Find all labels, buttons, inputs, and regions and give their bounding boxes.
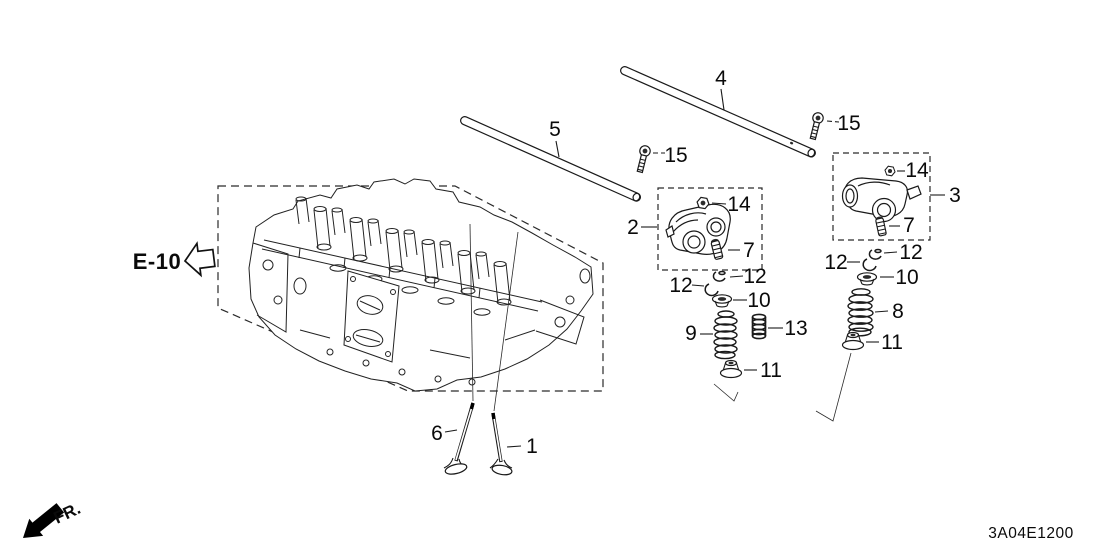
callout-12-mid-right: 12 [743, 265, 766, 288]
stem-seal-11-mid-icon [719, 359, 743, 379]
callout-12-mid-right-leader [729, 275, 744, 278]
callout-15-left: 15 [664, 144, 687, 167]
valve-6-drawing [443, 402, 475, 475]
rocker-shaft-upper [620, 66, 816, 158]
callout-11-mid: 11 [760, 359, 782, 382]
cylinder-head-drawing [248, 178, 594, 392]
callout-5-leader [555, 140, 560, 158]
callout-4: 4 [715, 67, 727, 90]
e10-reference-label: E-10 [133, 249, 181, 274]
fr-direction-arrow-icon [23, 503, 65, 538]
spring-retainer-10-right-icon [856, 272, 878, 286]
callout-4-leader [720, 88, 725, 111]
rocker-assy-b-drawing [841, 177, 922, 223]
valve-spring-9-icon [713, 310, 738, 360]
rocker-shaft-lower [460, 116, 642, 202]
callout-9: 9 [685, 322, 697, 345]
cotters-mid [704, 270, 726, 297]
callout-6-leader [444, 429, 458, 433]
valve-spring-8-icon [847, 288, 874, 337]
bolt-15-left-icon [636, 145, 651, 174]
callout-12-right-right-leader [883, 251, 898, 254]
spring-retainer-10-mid-icon [711, 294, 733, 308]
callout-14-b: 14 [905, 159, 929, 182]
callout-7-a: 7 [743, 239, 755, 262]
callout-12-right-right: 12 [899, 241, 922, 264]
valve-1-drawing [489, 412, 513, 476]
callout-14-a-leader [711, 202, 727, 205]
fr-direction-label: FR. [51, 499, 84, 528]
seal-right-position-leader [815, 352, 852, 422]
callout-1-leader [506, 445, 522, 448]
callout-12-right-left: 12 [824, 251, 847, 274]
e10-reference-arrow-icon [183, 241, 216, 278]
stem-seal-11-right-icon [841, 331, 865, 351]
callout-7-b: 7 [903, 214, 915, 237]
callout-5: 5 [549, 118, 561, 141]
valve-position-leader-a [469, 223, 474, 402]
valve-spring-13-icon [751, 313, 767, 340]
callout-1: 1 [526, 435, 538, 458]
callout-8: 8 [892, 300, 904, 323]
nut-14-b-icon [884, 165, 896, 177]
callout-12-mid-left: 12 [669, 274, 692, 297]
callout-8-leader [874, 310, 889, 313]
callout-10-mid: 10 [747, 289, 770, 312]
rocker-assy-a-box [657, 187, 763, 271]
nut-14-a-icon [696, 196, 710, 210]
callout-2: 2 [627, 216, 639, 239]
callout-3: 3 [949, 184, 961, 207]
callout-6: 6 [431, 422, 443, 445]
callout-10-right: 10 [895, 266, 918, 289]
callout-15-right: 15 [837, 112, 860, 135]
adjuster-7-b-icon [875, 216, 887, 237]
adjuster-7-a-icon [710, 238, 724, 260]
callout-14-a: 14 [727, 193, 751, 216]
callout-15-right-leader [826, 120, 840, 123]
callout-13: 13 [784, 317, 807, 340]
valve-position-leader-b [493, 231, 519, 412]
head-boundary-dashed-outline [217, 185, 604, 392]
diagram-code: 3A04E1200 [988, 525, 1074, 542]
cotters-right [862, 248, 882, 272]
callout-12-mid-left-leader [691, 284, 705, 287]
callout-11-right: 11 [881, 331, 903, 354]
rocker-assy-b-box [832, 152, 931, 241]
seal-mid-position-leader [713, 383, 739, 402]
bolt-15-right-icon [809, 112, 824, 141]
